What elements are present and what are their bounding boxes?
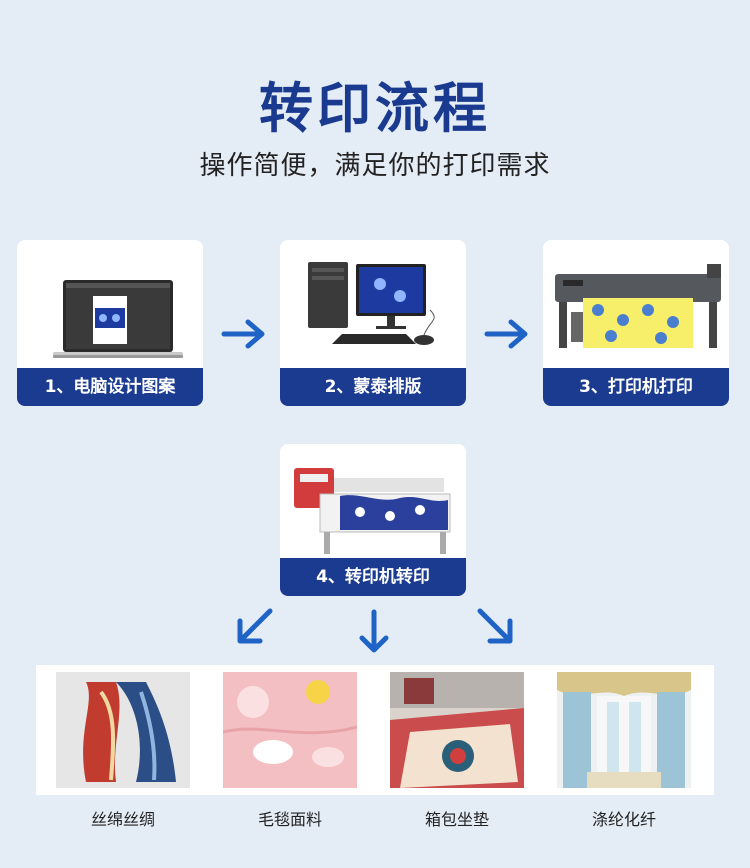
printer-icon	[555, 264, 721, 348]
arrow-down-icon	[359, 609, 389, 653]
step-card-1: 1、电脑设计图案	[17, 240, 203, 406]
step-label-2: 2、蒙泰排版	[280, 368, 466, 406]
step-label-4: 4、转印机转印	[280, 558, 466, 596]
step-card-4: 4、转印机转印	[280, 444, 466, 596]
arrow-down-right-icon	[477, 608, 513, 644]
product-image-curtain	[557, 672, 691, 788]
laptop-icon	[53, 280, 183, 358]
step-card-2: 2、蒙泰排版	[280, 240, 466, 406]
product-label-3: 箱包坐垫	[424, 810, 489, 829]
product-label-2: 毛毯面料	[257, 810, 322, 829]
arrow-right-icon	[221, 319, 265, 349]
step-label-3: 3、打印机打印	[543, 368, 729, 406]
product-image-scarf	[56, 672, 190, 788]
page-title: 转印流程	[259, 77, 491, 140]
heat-transfer-machine-icon	[294, 468, 451, 554]
product-label-1: 丝绵丝绸	[90, 810, 155, 829]
product-label-4: 涤纶化纤	[591, 810, 656, 829]
product-image-blanket	[223, 672, 357, 788]
step-card-3: 3、打印机打印	[543, 240, 729, 406]
step-label-1: 1、电脑设计图案	[17, 368, 203, 406]
desktop-computer-icon	[308, 262, 435, 345]
page-subtitle: 操作简便，满足你的打印需求	[199, 151, 551, 181]
product-image-rug	[390, 672, 524, 788]
arrow-right-icon	[484, 319, 528, 349]
arrow-down-left-icon	[237, 608, 273, 644]
